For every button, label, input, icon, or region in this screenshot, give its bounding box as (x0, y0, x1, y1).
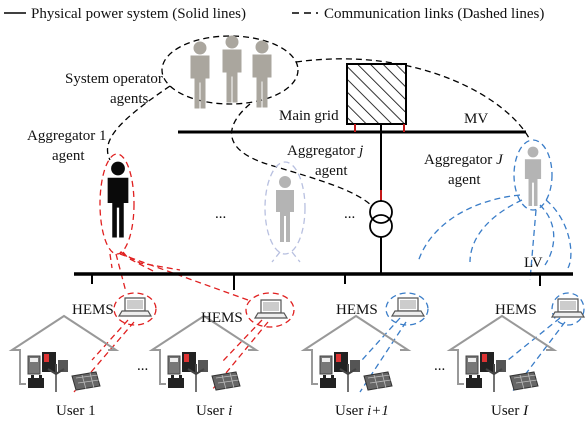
aggregator-J-label: Aggregator J (424, 152, 504, 168)
agg1-ellipse (99, 153, 135, 255)
system-operator-agents (190, 35, 272, 109)
lv-taps (91, 274, 541, 290)
operator-to-aggJ-link (295, 58, 531, 141)
laptop-icon (551, 298, 585, 318)
operator-agent-icon (222, 35, 242, 103)
aggregator-1-label-2: agent (52, 148, 85, 164)
hems-i1-ellipse (385, 292, 429, 326)
mv-label: MV (464, 111, 488, 127)
main-grid-box (346, 63, 407, 125)
hems-i-ellipse (245, 292, 295, 328)
user-1-label: User 1 (56, 403, 96, 419)
aggregator-j-agent (276, 176, 294, 242)
laptop-icon (254, 299, 288, 319)
agent-icon (276, 176, 294, 242)
agent-icon (524, 146, 542, 206)
operator-links (106, 35, 531, 207)
hems-label-i1: HEMS (336, 302, 378, 318)
hems-label-i: HEMS (201, 310, 243, 326)
ellipsis-users-left: ... (137, 358, 148, 374)
legend-dashed-label: Communication links (Dashed lines) (324, 6, 544, 22)
aggregator-1-agent (107, 161, 129, 238)
operator-to-aggj-link (230, 103, 373, 207)
ellipsis-agents-right: ... (344, 206, 355, 222)
ellipsis-agents-left: ... (215, 206, 226, 222)
operator-ellipse (161, 35, 299, 105)
system-operator-label: System operator (65, 71, 163, 87)
system-operator-label-2: agents (110, 91, 148, 107)
user-I-label: User I (491, 403, 529, 419)
agent-icon (107, 161, 129, 238)
ellipsis-users-right: ... (434, 358, 445, 374)
operator-agent-icon (190, 41, 210, 109)
power-system (74, 63, 573, 290)
hems-label-I: HEMS (495, 302, 537, 318)
aggj-links (264, 161, 306, 263)
hems-label-1: HEMS (72, 302, 114, 318)
aggregator-j-label-2: agent (315, 163, 348, 179)
legend: Physical power system (Solid lines) Comm… (4, 6, 544, 22)
operator-to-agg1-link (106, 85, 171, 161)
aggJ-ellipse (513, 139, 553, 211)
house-icon (303, 315, 409, 393)
aggregator-J-label-2: agent (448, 172, 481, 188)
aggj-ellipse (264, 161, 306, 255)
main-grid-label: Main grid (279, 108, 339, 124)
user-i-label: User i (196, 403, 232, 419)
house-icon (151, 315, 257, 393)
user-i1-label: User i+1 (335, 403, 389, 419)
laptop-icon (118, 297, 152, 317)
transformer-upper (369, 200, 393, 224)
operator-agent-icon (252, 40, 272, 108)
house-icon (11, 315, 117, 393)
aggregator-j-label: Aggregator j (287, 143, 363, 159)
hems-I-ellipse (551, 292, 585, 326)
hems-1-ellipse (113, 292, 157, 326)
lv-label: LV (524, 255, 543, 271)
aggregator-J-agent (524, 146, 542, 206)
aggregator-1-label: Aggregator 1 (27, 128, 107, 144)
laptop-icon (391, 297, 425, 317)
house-icon (449, 315, 555, 393)
legend-solid-label: Physical power system (Solid lines) (31, 6, 246, 22)
